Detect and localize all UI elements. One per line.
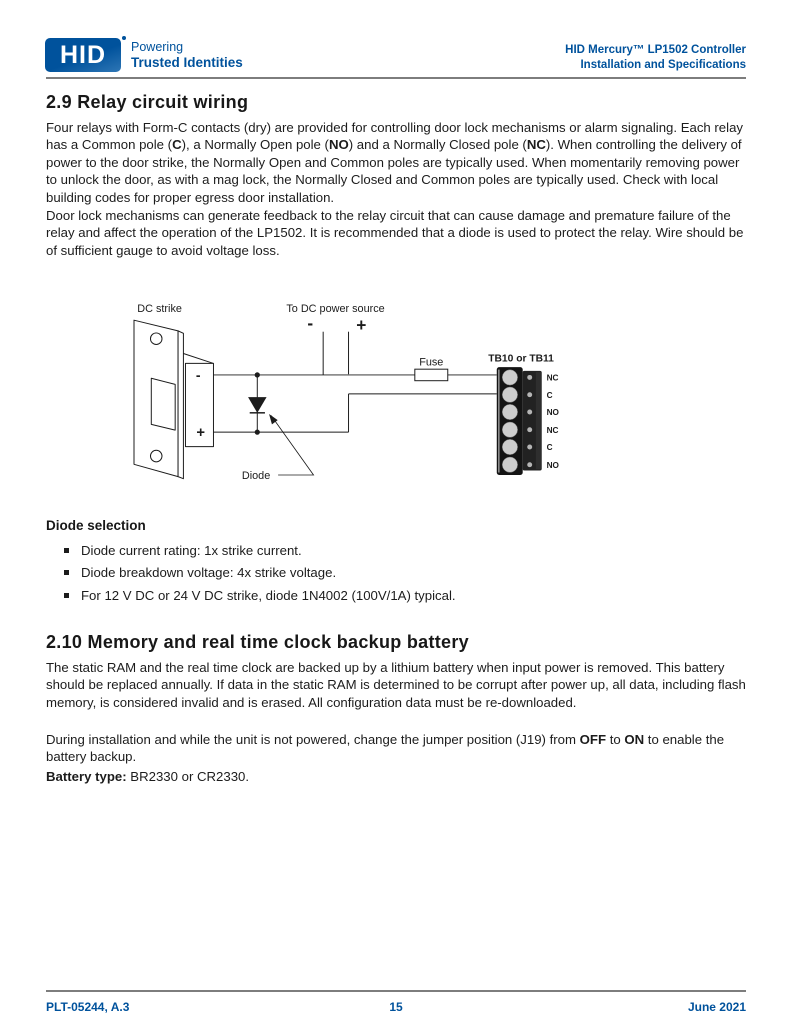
junction-dot-bottom (254, 429, 260, 435)
diode-label: Diode (242, 470, 270, 482)
terminal-pin (527, 374, 533, 380)
list-item: Diode breakdown voltage: 4x strike volta… (64, 564, 744, 581)
terminal-block-right-edge (535, 372, 542, 470)
strike-plate-side (177, 330, 184, 480)
bullet-square-icon (64, 548, 69, 553)
bullet-text: For 12 V DC or 24 V DC strike, diode 1N4… (81, 587, 456, 603)
doc-title-line1: HID Mercury™ LP1502 Controller (565, 44, 746, 56)
terminal-pins (527, 374, 533, 468)
terminal-block: TB10 or TB11 NC (488, 353, 560, 475)
diode-triangle (248, 397, 267, 413)
strike-body-box (184, 362, 214, 448)
footer-page-number: 15 (389, 1000, 403, 1014)
header-doc-title: HID Mercury™ LP1502 Controller Installat… (346, 43, 746, 73)
footer-date: June 2021 (687, 1000, 746, 1014)
terminal-label-6: NO (547, 461, 560, 470)
terminal-labels: NC C NO NC C NO (547, 374, 560, 470)
junction-dot-top (254, 372, 260, 378)
battery-type-line: Battery type: BR2330 or CR2330. (46, 769, 250, 784)
bullet-text: Diode breakdown voltage: 4x strike volta… (81, 565, 337, 581)
terminal-label-3: NO (547, 408, 560, 417)
header-divider (46, 77, 746, 79)
terminal-pin (527, 444, 533, 450)
power-plus-sign: + (356, 315, 366, 335)
relay-wiring-diagram: DC strike To DC power source - + - + (133, 303, 560, 482)
terminal-label-1: NC (547, 374, 559, 383)
terminal-pin (527, 427, 533, 433)
wires (213, 331, 497, 433)
bullet-text: Diode current rating: 1x strike current. (81, 543, 302, 558)
terminal-screw (502, 439, 518, 455)
hid-logo-text: HID (59, 40, 107, 69)
strike-screw-hole-bottom (149, 449, 163, 463)
terminal-screw (502, 404, 518, 420)
terminal-label-5: C (547, 443, 553, 452)
strike-minus-sign: - (196, 367, 201, 383)
bullet-square-icon (64, 570, 69, 576)
terminal-screws (502, 369, 518, 473)
hid-logo: HID (45, 38, 121, 72)
strike-latch-cutout (150, 377, 176, 431)
list-item: For 12 V DC or 24 V DC strike, diode 1N4… (64, 587, 744, 604)
terminal-pin (527, 392, 533, 398)
doc-title-line2: Installation and Specifications (580, 59, 746, 71)
section-2-9-heading: 2.9 Relay circuit wiring (46, 92, 249, 112)
terminal-screw (502, 369, 518, 386)
diode-selection-list: Diode current rating: 1x strike current.… (64, 542, 744, 609)
terminal-block-label: TB10 or TB11 (488, 353, 554, 364)
bullet-square-icon (64, 592, 69, 598)
fuse-symbol (414, 368, 449, 382)
diode-selection-heading: Diode selection (46, 518, 146, 533)
battery-paragraph-2: During installation and while the unit i… (46, 732, 725, 765)
power-minus-sign: - (307, 313, 313, 333)
strike-screw-hole-top (149, 332, 163, 345)
section-2-10-heading: 2.10 Memory and real time clock backup b… (46, 632, 469, 652)
terminal-screw (502, 386, 518, 403)
list-item: Diode current rating: 1x strike current. (64, 542, 744, 559)
terminal-label-4: NC (547, 426, 559, 435)
relay-paragraph-1: Four relays with Form-C contacts (dry) a… (46, 120, 743, 205)
logo-trademark-dot (122, 36, 126, 40)
terminal-pin (527, 462, 533, 468)
battery-paragraph-1: The static RAM and the real time clock a… (46, 660, 746, 710)
diode-symbol (248, 372, 267, 435)
footer-divider (46, 990, 746, 992)
fuse-label: Fuse (419, 356, 443, 368)
diode-callout-line (270, 415, 315, 476)
dc-strike-label: DC strike (137, 303, 182, 315)
tagline-line2: Trusted Identities (131, 55, 243, 70)
footer-doc-number: PLT-05244, A.3 (46, 1000, 130, 1014)
tagline-line1: Powering (131, 40, 184, 54)
terminal-pin (527, 409, 533, 415)
relay-paragraph-2: Door lock mechanisms can generate feedba… (46, 208, 744, 258)
power-source-label: To DC power source (286, 303, 384, 315)
dc-strike-drawing (133, 319, 214, 480)
terminal-screw (502, 421, 518, 438)
diode-callout-arrowhead (269, 414, 278, 425)
strike-plus-sign: + (196, 425, 205, 441)
strike-body-top-edge (183, 353, 214, 364)
diode-callout: Diode (242, 414, 315, 482)
terminal-screw (502, 456, 518, 473)
logo-tagline: Powering Trusted Identities (131, 40, 243, 70)
terminal-label-2: C (547, 391, 553, 400)
